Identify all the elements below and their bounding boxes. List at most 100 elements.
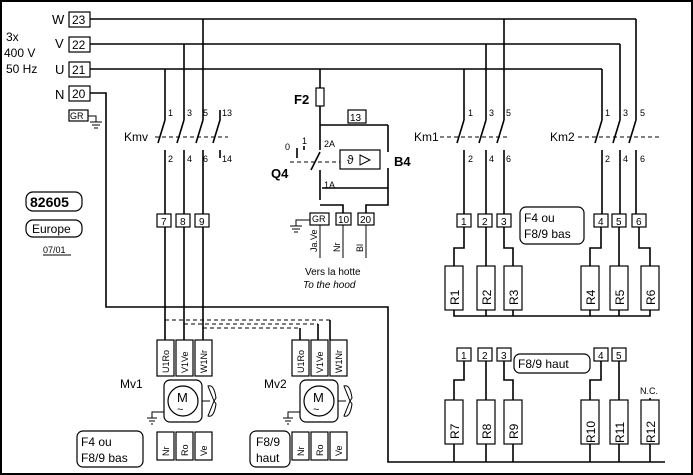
resistor-r7: R7 bbox=[448, 423, 462, 439]
selector-out-1a: 1A bbox=[324, 180, 335, 190]
heater1-wires bbox=[453, 227, 651, 266]
terminal-box bbox=[194, 213, 210, 228]
thermostat-arrow-icon bbox=[359, 154, 372, 166]
terminal-box bbox=[329, 431, 348, 461]
heater1-terminal-1: 1 bbox=[461, 217, 467, 228]
terminal-box bbox=[194, 431, 213, 461]
hood-ground-label: GR bbox=[312, 214, 326, 224]
mv2-motor-symbol: M bbox=[313, 390, 324, 405]
phase-w: W 23 bbox=[52, 11, 91, 28]
km2-contacts bbox=[594, 119, 637, 214]
resistor-r11: R11 bbox=[613, 422, 627, 443]
kmv-pin-1: 1 bbox=[168, 108, 173, 118]
heater2-terminal-5: 5 bbox=[616, 351, 622, 362]
model-code-box bbox=[25, 191, 83, 212]
mv2-bottom-terminal-1: Nr bbox=[296, 447, 306, 457]
phase-bus-lines bbox=[90, 18, 665, 463]
mv1-note-box bbox=[76, 430, 144, 468]
kmv-contacts bbox=[157, 110, 221, 214]
selector-q4: Q4 0 1 2A 1A bbox=[271, 125, 340, 200]
supply-spec-line-1: 3x bbox=[6, 30, 19, 44]
mv1-phase-symbol: ~ bbox=[177, 404, 183, 416]
motor-icon bbox=[167, 385, 199, 417]
heater2-terminal-2: 2 bbox=[482, 351, 488, 362]
mv2-note-line-2: haut bbox=[256, 451, 280, 465]
phase-label-w: W bbox=[52, 12, 65, 27]
terminal-box bbox=[175, 213, 191, 228]
selector-pos-1: 1 bbox=[302, 136, 307, 146]
phase-label-u: U bbox=[55, 62, 64, 77]
phase-u: U 21 bbox=[55, 61, 91, 78]
phase-v: V 22 bbox=[55, 36, 91, 53]
mv1-bottom-terminal-1: Nr bbox=[161, 447, 171, 457]
contactor-kmv-label: Kmv bbox=[124, 130, 148, 144]
mv2-top-terminal-3: W1Nr bbox=[334, 350, 344, 373]
selector-pos-0: 0 bbox=[285, 142, 290, 152]
selector-label: Q4 bbox=[271, 166, 289, 181]
terminal-box bbox=[194, 339, 213, 377]
motor-mv1: U1Ro V1Ve W1Nr Mv1 M ~ Nr Ro Ve F4 ou F8… bbox=[76, 339, 217, 468]
terminal-box bbox=[175, 339, 194, 377]
kmv-pin-3: 3 bbox=[187, 108, 192, 118]
ground-label: GR bbox=[70, 111, 84, 121]
fuse-out-wire bbox=[319, 106, 388, 126]
fan-feed-wires bbox=[164, 227, 204, 320]
heater1-terminal-4: 4 bbox=[598, 217, 604, 228]
terminal-box bbox=[175, 431, 194, 461]
revision-date: 07/01 bbox=[43, 245, 66, 255]
mv1-bottom-terminal-3: Ve bbox=[199, 445, 209, 456]
resistor-r3: R3 bbox=[507, 289, 521, 305]
heater2-note-box bbox=[513, 353, 591, 374]
km2-pin-2: 2 bbox=[605, 154, 610, 164]
heater1-terminal-3: 3 bbox=[501, 217, 507, 228]
supply-spec: 3x 400 V 50 Hz bbox=[4, 30, 37, 76]
terminal-box bbox=[477, 347, 493, 362]
hood-wire-color-3: Bl bbox=[355, 244, 365, 252]
heater2-wires bbox=[453, 361, 651, 400]
heater2-nc-label: N.C. bbox=[640, 386, 658, 396]
contactor-km2: Km2 1 3 5 2 4 6 bbox=[550, 108, 660, 214]
terminal-box bbox=[156, 213, 172, 228]
terminal-box bbox=[310, 431, 329, 461]
phase-n: N 20 bbox=[55, 85, 91, 102]
terminal-box bbox=[291, 431, 310, 461]
terminal-21: 21 bbox=[72, 63, 86, 77]
heater1-terminal-5: 5 bbox=[616, 217, 622, 228]
km1-pin-1: 1 bbox=[468, 108, 473, 118]
kmv-pin-6: 6 bbox=[203, 154, 208, 164]
terminal-box bbox=[477, 213, 493, 228]
resistor-r2: R2 bbox=[480, 289, 494, 305]
supply-spec-line-2: 400 V bbox=[4, 46, 35, 60]
thermostat-terminal: 13 bbox=[350, 113, 362, 124]
kmv-pin-13: 13 bbox=[222, 108, 232, 118]
selector-out-2a: 2A bbox=[324, 139, 335, 149]
heater1-note-line-2: F8/9 bas bbox=[524, 227, 571, 241]
supply-ground: GR bbox=[68, 109, 102, 129]
resistor-r8: R8 bbox=[480, 423, 494, 439]
terminal-box bbox=[347, 109, 367, 124]
mv1-note-line-2: F8/9 bas bbox=[81, 451, 128, 465]
kmv-pin-5: 5 bbox=[203, 108, 208, 118]
thermostat-label: B4 bbox=[394, 154, 411, 169]
neutral-line bbox=[90, 92, 665, 463]
heater1-terminal-2: 2 bbox=[482, 217, 488, 228]
heater2-terminal-3: 3 bbox=[501, 351, 507, 362]
hood-ground-icon bbox=[290, 219, 310, 233]
mv2-ground-icon bbox=[283, 411, 300, 425]
km1-pin-6: 6 bbox=[506, 154, 511, 164]
theta-icon: ϑ bbox=[347, 153, 354, 167]
fuse-icon bbox=[315, 87, 325, 107]
contactor-km1-label: Km1 bbox=[414, 130, 439, 144]
fan-terminals: 7 8 9 bbox=[156, 213, 210, 320]
terminal-box bbox=[156, 339, 175, 377]
heater1-note-line-1: F4 ou bbox=[524, 211, 555, 225]
fuse-f2: F2 bbox=[294, 87, 388, 126]
mv1-label: Mv1 bbox=[120, 377, 143, 391]
kmv-pin-14: 14 bbox=[222, 154, 232, 164]
hood-out-wires bbox=[319, 225, 367, 258]
heater-group-2: 1 2 3 4 5 F8/9 haut N.C. R7 R8 R9 R10 R1… bbox=[444, 347, 660, 462]
resistor-r4: R4 bbox=[584, 289, 598, 305]
km2-pin-3: 3 bbox=[623, 108, 628, 118]
